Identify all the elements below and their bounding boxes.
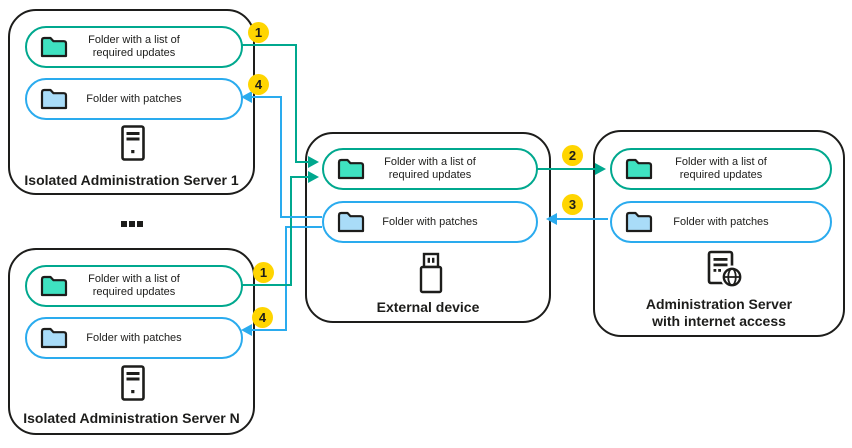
pill-updates-folder-servern: Folder with a list of required updates <box>25 265 243 307</box>
ellipsis-dot <box>129 221 135 227</box>
pill-updates-folder-admin: Folder with a list of required updates <box>610 148 832 190</box>
line-segment <box>290 176 309 178</box>
box-label-external: External device <box>376 299 480 315</box>
badge-step-4: 4 <box>248 74 269 95</box>
usb-drive-icon <box>415 252 447 294</box>
badge-step-1: 1 <box>248 22 269 43</box>
server-with-globe-icon <box>702 250 744 292</box>
pill-label: Folder with patches <box>382 215 478 228</box>
box-external-device: Folder with a list of required updates F… <box>305 132 551 323</box>
box-label-servern: Isolated Administration Server N <box>23 410 240 426</box>
server-tower-icon <box>121 365 145 401</box>
arrowhead-icon <box>546 213 557 225</box>
ellipsis <box>121 221 143 227</box>
box-label-admin-line2: with internet access <box>652 313 786 329</box>
pill-label: Folder with a list of required updates <box>384 156 476 181</box>
folder-icon <box>40 275 68 297</box>
ellipsis-dot <box>121 221 127 227</box>
pill-label: Folder with a list of required updates <box>88 34 180 59</box>
pill-patches-folder-admin: Folder with patches <box>610 201 832 243</box>
line-segment <box>295 44 297 163</box>
folder-icon <box>337 211 365 233</box>
pill-updates-folder-external: Folder with a list of required updates <box>322 148 538 190</box>
box-admin-server: Folder with a list of required updates F… <box>593 130 845 337</box>
folder-icon <box>337 158 365 180</box>
folder-icon <box>625 158 653 180</box>
box-label-admin: Administration Server with internet acce… <box>595 296 843 330</box>
badge-step-4: 4 <box>252 307 273 328</box>
box-isolated-server-n: Folder with a list of required updates F… <box>8 248 255 435</box>
arrowhead-icon <box>308 156 319 168</box>
line-segment <box>252 96 282 98</box>
pill-label: Folder with patches <box>86 92 182 105</box>
folder-icon <box>40 36 68 58</box>
folder-icon <box>40 327 68 349</box>
line-segment <box>252 329 287 331</box>
box-label-admin-line1: Administration Server <box>645 296 793 312</box>
folder-icon <box>40 88 68 110</box>
pill-patches-folder-servern: Folder with patches <box>25 317 243 359</box>
pill-patches-folder-server1: Folder with patches <box>25 78 243 120</box>
line-segment <box>281 216 322 218</box>
badge-step-2: 2 <box>562 145 583 166</box>
line-segment <box>241 284 292 286</box>
pill-label: Folder with patches <box>673 215 769 228</box>
arrowhead-icon <box>595 163 606 175</box>
line-segment <box>295 161 309 163</box>
line-segment <box>285 226 287 331</box>
server-tower-icon <box>121 125 145 161</box>
line-segment <box>290 176 292 286</box>
pill-label: Folder with a list of required updates <box>675 156 767 181</box>
box-label-server1: Isolated Administration Server 1 <box>24 172 239 188</box>
line-segment <box>241 44 297 46</box>
pill-patches-folder-external: Folder with patches <box>322 201 538 243</box>
box-isolated-server-1: Folder with a list of required updates F… <box>8 9 255 195</box>
pill-updates-folder-server1: Folder with a list of required updates <box>25 26 243 68</box>
line-segment <box>537 168 596 170</box>
pill-label: Folder with patches <box>86 331 182 344</box>
line-segment <box>280 96 282 218</box>
badge-step-1: 1 <box>253 262 274 283</box>
line-segment <box>557 218 608 220</box>
arrowhead-icon <box>241 91 252 103</box>
badge-step-3: 3 <box>562 194 583 215</box>
pill-label: Folder with a list of required updates <box>88 273 180 298</box>
arrowhead-icon <box>308 171 319 183</box>
ellipsis-dot <box>137 221 143 227</box>
line-segment <box>285 226 322 228</box>
arrowhead-icon <box>241 324 252 336</box>
folder-icon <box>625 211 653 233</box>
